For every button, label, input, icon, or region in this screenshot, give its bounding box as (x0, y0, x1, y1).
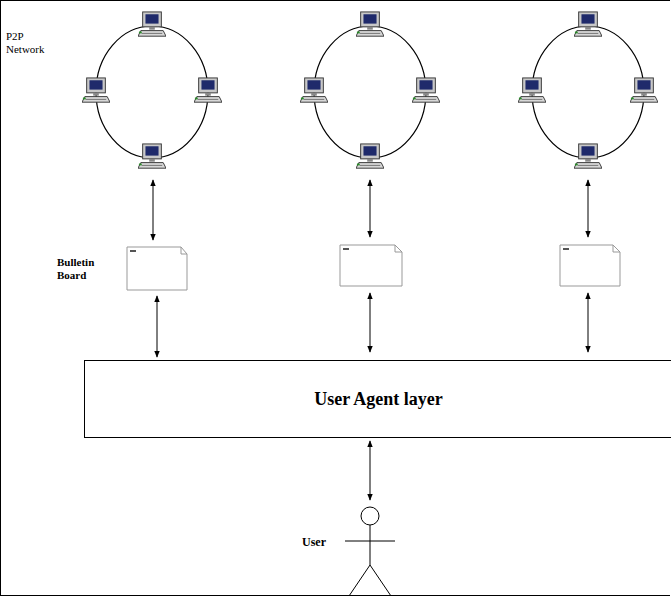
ring-link (96, 26, 208, 158)
bulletin-board: Bulletin Board (55, 244, 191, 294)
ring-link (314, 26, 426, 158)
computer-icon (574, 144, 602, 168)
network-label: P2P Network (6, 30, 56, 56)
document-icon (125, 245, 189, 293)
computer-icon (356, 12, 384, 36)
computer-icon (518, 78, 546, 102)
computer-icon (138, 144, 166, 168)
double-arrow (157, 296, 158, 357)
computer-icon (630, 78, 658, 102)
computer-icon (412, 78, 440, 102)
computer-icon (138, 12, 166, 36)
computer-icon (300, 78, 328, 102)
computer-icon (82, 78, 110, 102)
layer-title: User Agent layer (85, 389, 671, 410)
stick-figure (343, 503, 397, 596)
double-arrow (370, 441, 371, 500)
computer-icon (574, 12, 602, 36)
user-actor: User (296, 503, 406, 596)
board-label: Bulletin Board (57, 256, 115, 282)
computer-icon (194, 78, 222, 102)
ring-link (532, 26, 644, 158)
actor-label: User (302, 535, 326, 550)
computer-icon (356, 144, 384, 168)
agent-layer-box: User Agent layer (84, 360, 671, 438)
